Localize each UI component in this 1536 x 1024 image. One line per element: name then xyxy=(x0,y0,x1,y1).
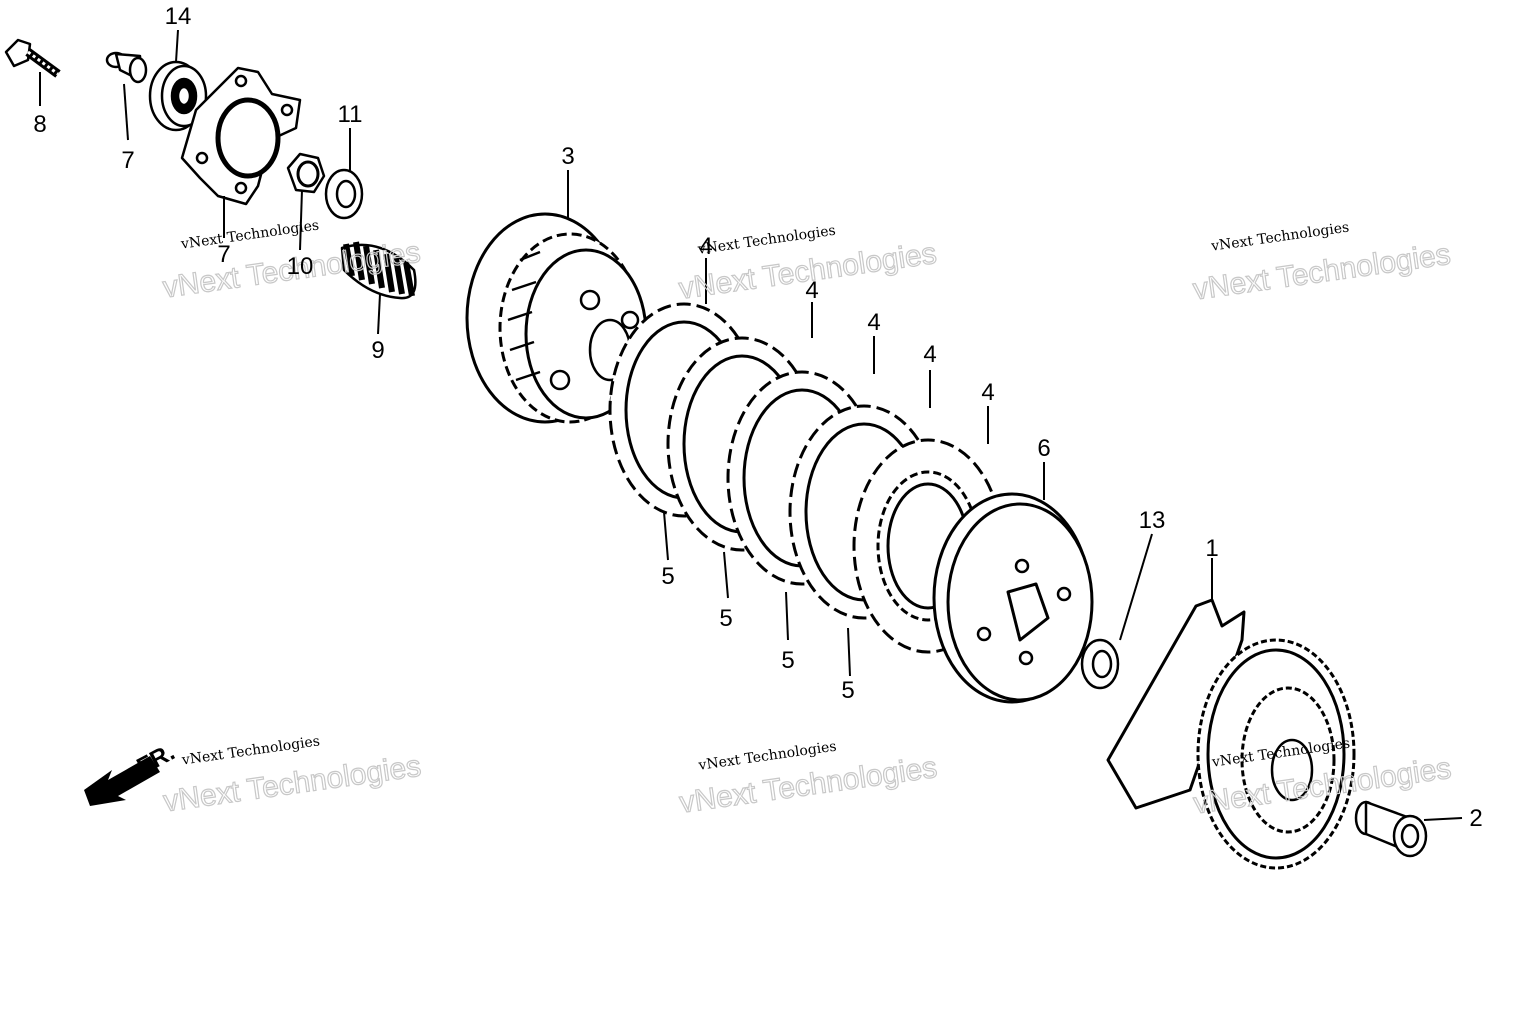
front-arrow-icon xyxy=(84,756,160,806)
callout-part-1: 1 xyxy=(1205,535,1218,562)
nut-drawing xyxy=(286,152,326,194)
watermark-small: vNext Technologies xyxy=(180,733,321,768)
callout-labels: 8 7 14 7 10 11 9 3 4 4 4 4 4 5 5 5 5 6 1… xyxy=(33,3,1482,832)
spring-drawing xyxy=(340,241,417,300)
callout-part-7: 7 xyxy=(217,241,230,268)
callout-part-5: 5 xyxy=(841,677,854,704)
callout-part-5: 5 xyxy=(781,647,794,674)
bearing-drawing xyxy=(148,60,208,132)
watermark-small: vNext Technologies xyxy=(179,217,320,252)
retainer-plate-drawing xyxy=(180,66,302,206)
bolt-drawing xyxy=(4,38,61,78)
pressure-plate-drawing xyxy=(932,492,1094,704)
leader-lines xyxy=(39,29,1463,821)
collar-drawing xyxy=(1354,800,1428,858)
callout-part-4: 4 xyxy=(867,309,880,336)
callout-part-13: 13 xyxy=(1139,507,1166,534)
callout-part-6: 6 xyxy=(1037,435,1050,462)
pin-drawing xyxy=(105,51,148,84)
callout-part-8: 7 xyxy=(121,147,134,174)
thrust-washer-drawing xyxy=(1080,638,1120,690)
callout-part-9: 9 xyxy=(371,337,384,364)
callout-part-3: 3 xyxy=(561,143,574,170)
callout-part-4: 4 xyxy=(923,341,936,368)
callout-part-5: 5 xyxy=(661,563,674,590)
callout-part-11: 10 xyxy=(287,253,314,280)
callout-part-2: 2 xyxy=(1469,805,1482,832)
callout-part-4: 4 xyxy=(981,379,994,406)
callout-part-5: 5 xyxy=(719,605,732,632)
callout-part-4: 4 xyxy=(699,233,712,260)
callout-part-14: 14 xyxy=(165,3,192,30)
callout-part-4: 4 xyxy=(805,277,818,304)
callout-part-10: 8 xyxy=(33,111,46,138)
clutch-outer-drawing xyxy=(1106,598,1356,870)
washer-drawing xyxy=(324,168,364,220)
watermark-small: vNext Technologies xyxy=(1209,220,1350,255)
callout-part-12: 11 xyxy=(338,101,363,128)
